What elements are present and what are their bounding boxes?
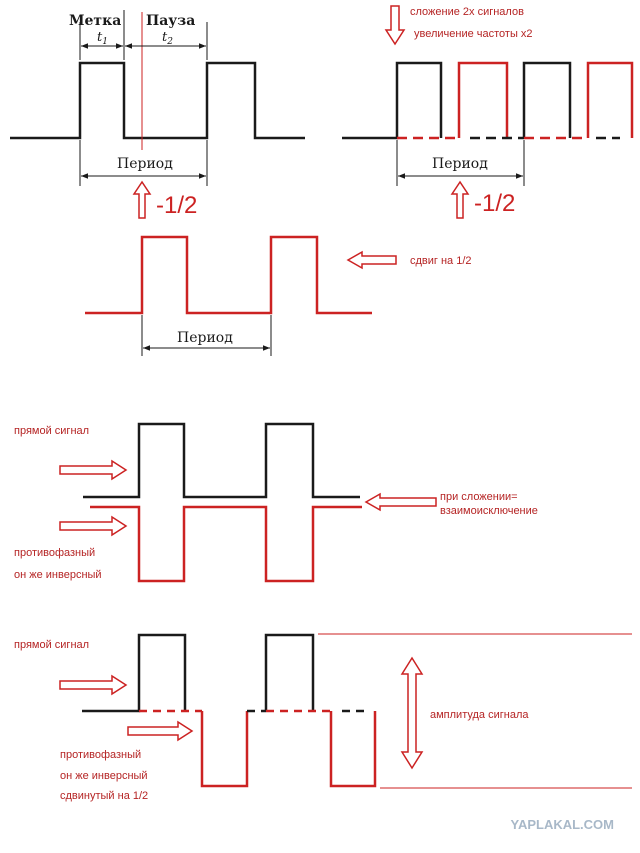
bottom-inverse-wave-2 xyxy=(329,711,377,788)
top-right-period-label: Период xyxy=(432,156,488,172)
shifted-red-wave xyxy=(85,235,372,315)
bottom-inverse-line2: он же инверсный xyxy=(60,770,148,782)
top-left-period-label: Период xyxy=(117,156,173,172)
amplitude-label: амплитуда сигнала xyxy=(430,709,529,721)
shifted-period-label: Период xyxy=(177,330,233,346)
t2-label: t2 xyxy=(162,30,173,47)
bottom-direct-wave-2 xyxy=(264,633,315,711)
top-left-shift-label: -1/2 xyxy=(156,192,197,219)
pair-inverse-line2: он же инверсный xyxy=(14,569,102,581)
pair-inverse-arrow xyxy=(59,515,128,537)
top-left-up-arrow xyxy=(132,180,152,219)
pair-inverse-line1: противофазный xyxy=(14,547,95,559)
pair-direct-label: прямой сигнал xyxy=(14,425,89,437)
bottom-waveform-group: амплитуда сигнала прямой сигнал противоф… xyxy=(14,633,632,802)
pair-sum-line2: взаимоисключение xyxy=(440,505,538,517)
top-right-red-wave-2 xyxy=(586,61,634,138)
shifted-waveform-group: Период сдвиг на 1/2 xyxy=(85,235,472,356)
amplitude-double-arrow xyxy=(400,656,424,770)
pair-direct-wave xyxy=(83,422,360,499)
bottom-inverse-line3: сдвинутый на 1/2 xyxy=(60,790,148,802)
top-left-square-wave xyxy=(10,61,305,140)
bottom-direct-arrow xyxy=(59,674,128,696)
top-right-black-wave xyxy=(342,61,443,140)
bottom-inverse-arrow xyxy=(127,720,194,742)
top-right-red-wave xyxy=(457,61,509,138)
top-right-black-wave-2 xyxy=(522,61,572,138)
top-right-note-line2: увеличение частоты х2 xyxy=(414,28,533,40)
bottom-direct-label: прямой сигнал xyxy=(14,639,89,651)
top-left-waveform-group: Метка Пауза t1 t2 Период -1/2 xyxy=(10,10,305,219)
pair-direct-arrow xyxy=(59,459,128,481)
pair-sum-line1: при сложении= xyxy=(440,491,518,503)
top-right-waveform-group: Период сложение 2х сигналов увеличение ч… xyxy=(342,5,634,219)
pair-waveform-group: прямой сигнал противофазный он же инверс… xyxy=(14,422,538,583)
bottom-inverse-line1: противофазный xyxy=(60,749,141,761)
pair-sum-arrow xyxy=(364,492,437,512)
top-right-note-line1: сложение 2х сигналов xyxy=(410,6,524,18)
pair-inverse-wave xyxy=(90,505,362,583)
bottom-direct-wave xyxy=(82,633,187,713)
shifted-left-arrow xyxy=(346,250,397,270)
bottom-inverse-wave xyxy=(200,711,249,788)
top-right-down-arrow xyxy=(384,5,406,46)
top-right-shift-label: -1/2 xyxy=(474,190,515,217)
mark-label: Метка xyxy=(69,13,121,29)
pause-label: Пауза xyxy=(146,13,195,29)
watermark: YAPLAKAL.COM xyxy=(510,817,614,832)
t1-label: t1 xyxy=(97,30,108,47)
shifted-note: сдвиг на 1/2 xyxy=(410,255,472,267)
top-right-up-arrow xyxy=(450,180,470,219)
